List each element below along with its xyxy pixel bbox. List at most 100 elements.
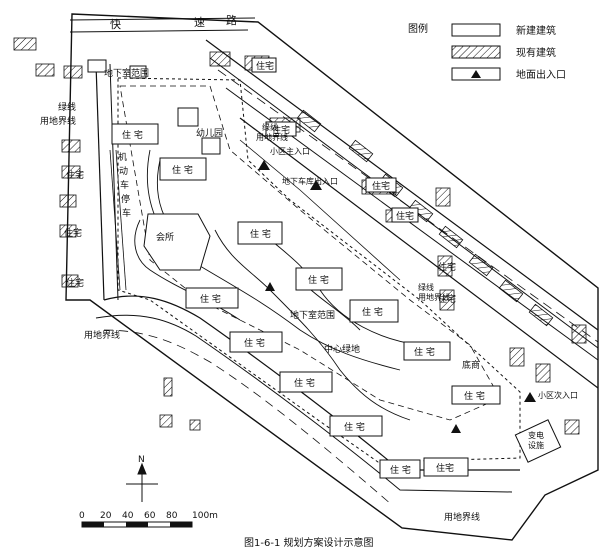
north-arrow — [126, 462, 158, 502]
underground-top-label: 地下室范围 — [104, 67, 149, 79]
motor-label-1: 机 — [118, 151, 127, 163]
scale-tick-100: 100m — [192, 511, 218, 521]
building — [111, 123, 159, 145]
building-label: 住 宅 — [294, 377, 315, 389]
building-label: 住 宅 — [414, 346, 435, 358]
building — [403, 341, 451, 361]
building — [177, 107, 199, 127]
motor-label-5: 车 — [122, 207, 131, 219]
motor-label-4: 停 — [121, 193, 130, 205]
building-label: 住宅 — [66, 277, 84, 289]
building — [237, 221, 283, 245]
scale-tick-0: 0 — [79, 511, 85, 521]
building — [265, 121, 297, 137]
motor-label-3: 车 — [120, 179, 129, 191]
plan-labels: 地下室范围 绿线 用地界线 幼儿园 绿线 用地界线 小区主入口 地下车库出入口 … — [40, 67, 578, 523]
building-label: 住 宅 — [250, 228, 271, 240]
building-label: 住 宅 — [464, 390, 485, 402]
building-label: 住 宅 — [122, 129, 143, 141]
entrance-markers — [258, 160, 536, 433]
building — [365, 177, 397, 193]
legend-entrance-triangle — [471, 70, 481, 78]
center-green-label: 中心绿地 — [324, 343, 360, 355]
building — [185, 287, 239, 309]
building-label: 住 宅 — [362, 306, 383, 318]
scale-bar: 0 20 40 60 80 100m — [79, 511, 218, 528]
new-buildings — [87, 57, 562, 479]
greenline-label-1: 绿线 — [58, 101, 76, 113]
building-labels: 住 宅 住 宅 住 宅 住 宅 住 宅 住 宅 住 宅 住 宅 住 宅 住 宅 … — [64, 60, 485, 476]
building-label: 住宅 — [436, 462, 454, 474]
landline-label-3: 用地界线 — [418, 292, 450, 302]
road-char-3: 路 — [226, 14, 237, 27]
building — [349, 299, 399, 323]
building-label: 住宅 — [372, 180, 390, 192]
greenline-label-2: 绿线 — [262, 122, 278, 132]
building-label: 住 宅 — [172, 164, 193, 176]
legend-new-building: 新建建筑 — [516, 24, 556, 37]
legend-existing-building: 现有建筑 — [516, 46, 556, 59]
building — [129, 65, 147, 79]
road-char-1: 快 — [110, 18, 121, 31]
building-label: 住 宅 — [244, 337, 265, 349]
underground-center-label: 地下室范围 — [290, 309, 335, 321]
landline-label-4: 用地界线 — [84, 329, 120, 341]
building-label: 住 宅 — [390, 464, 411, 476]
building-label: 住宅 — [272, 124, 290, 136]
building-label: 住宅 — [64, 227, 82, 239]
building — [87, 59, 107, 73]
landline-label-1: 用地界线 — [40, 115, 76, 127]
building — [391, 207, 419, 223]
entrance-marker — [451, 424, 461, 433]
main-entrance-label: 小区主入口 — [270, 146, 310, 156]
secondary-entrance-label: 小区次入口 — [538, 390, 578, 400]
scale-tick-80: 80 — [166, 511, 178, 521]
underground-entrance-label: 地下车库出入口 — [282, 176, 338, 186]
building — [229, 331, 283, 353]
building — [295, 267, 343, 291]
building-label: 住宅 — [396, 210, 414, 222]
legend-title: 图例 — [408, 22, 428, 35]
building — [379, 459, 421, 479]
building — [159, 157, 207, 181]
motor-label-2: 动 — [119, 166, 128, 177]
road-label: 快 速 路 — [110, 14, 237, 31]
legend-swatch-existing — [451, 45, 501, 59]
figure-caption: 图1-6-1 规划方案设计示意图 — [244, 536, 373, 549]
substation-building — [514, 419, 562, 463]
greenline-label-3: 绿线 — [418, 282, 434, 292]
shops-label: 底商 — [462, 359, 480, 371]
entrance-marker — [524, 392, 536, 402]
building — [251, 57, 277, 73]
building — [201, 137, 221, 155]
building-label: 住宅 — [256, 60, 274, 72]
entrance-marker — [258, 160, 270, 170]
building — [279, 371, 333, 393]
building-label: 住宅 — [66, 169, 84, 181]
building-label: 住 宅 — [344, 421, 365, 433]
legend-swatch-new — [451, 23, 501, 37]
road-char-2: 速 — [194, 16, 205, 29]
legend-ground-entrance: 地面出入口 — [516, 68, 566, 81]
scale-tick-40: 40 — [122, 511, 134, 521]
scale-tick-60: 60 — [144, 511, 156, 521]
landline-label-5: 用地界线 — [444, 511, 480, 523]
north-label: N — [138, 455, 145, 465]
clubhouse-label: 会所 — [156, 231, 174, 243]
building — [451, 385, 501, 405]
kindergarten-label: 幼儿园 — [196, 127, 223, 139]
green-strip — [109, 139, 401, 291]
building-label: 住 宅 — [200, 293, 221, 305]
substation-label-1: 变电 — [528, 430, 544, 440]
building-label: 住宅 — [438, 261, 456, 273]
entrance-marker — [310, 180, 322, 190]
building — [423, 457, 469, 477]
scale-tick-20: 20 — [100, 511, 112, 521]
building-label: 住 宅 — [308, 274, 329, 286]
building-label: 住宅 — [438, 293, 456, 305]
building — [329, 415, 383, 437]
legend: 图例 新建建筑 现有建筑 地面出入口 — [408, 22, 566, 81]
landline-label-2: 用地界线 — [256, 132, 288, 142]
substation-label-2: 设施 — [528, 440, 544, 450]
